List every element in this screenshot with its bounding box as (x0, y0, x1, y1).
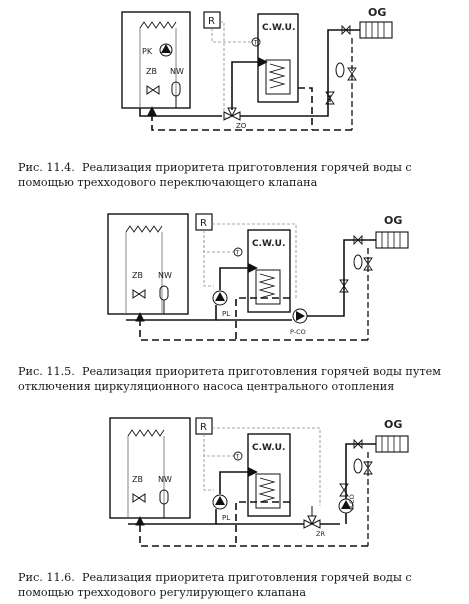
svg-text:P-CO: P-CO (290, 328, 306, 336)
svg-text:T: T (235, 250, 240, 257)
svg-text:C.W.U.: C.W.U. (252, 443, 285, 453)
svg-text:C.W.U.: C.W.U. (252, 239, 285, 249)
label-zo: ZO (236, 122, 247, 130)
radiator-og (375, 231, 409, 249)
caption-text: Реализация приоритета приготовления горя… (18, 571, 412, 599)
svg-text:R: R (200, 422, 207, 433)
filter (353, 458, 363, 474)
label-r: R (208, 16, 215, 27)
pump-pl (212, 290, 228, 306)
sensor-t (233, 247, 243, 257)
figure-11-4: PK ZB NW R T C.W.U. ZO OG (121, 6, 393, 131)
coil (258, 477, 276, 503)
hot-water-tank-cwu (247, 433, 291, 517)
svg-text:R: R (200, 218, 207, 229)
svg-text:ZR: ZR (316, 530, 325, 538)
label-pk: PK (142, 47, 153, 56)
heat-exchanger-zigzag (127, 429, 165, 437)
label-nw: NW (158, 475, 172, 484)
svg-text:PL: PL (222, 514, 230, 522)
heat-exchanger-zigzag (139, 21, 177, 29)
three-way-valve-zo (223, 111, 234, 121)
svg-text:T: T (253, 40, 258, 47)
caption-11-4: Рис. 11.4. Реализация приоритета пригото… (18, 160, 463, 190)
pump-pl (212, 494, 228, 510)
label-zb: ZB (132, 271, 143, 280)
boiler (109, 417, 191, 519)
label-zb: ZB (146, 67, 157, 76)
caption-number: Рис. 11.4. (18, 161, 75, 174)
coil (268, 63, 286, 89)
svg-text:PL: PL (222, 310, 230, 318)
expansion-vessel-nw (159, 285, 169, 301)
svg-text:T: T (235, 454, 240, 461)
hot-water-tank-cwu (247, 229, 291, 313)
filter (353, 254, 363, 270)
filter (335, 62, 345, 78)
label-cwu: C.W.U. (262, 23, 295, 33)
caption-11-6: Рис. 11.6. Реализация приоритета пригото… (18, 570, 463, 600)
radiator-og (375, 435, 409, 453)
label-zb: ZB (132, 475, 143, 484)
caption-number: Рис. 11.6. (18, 571, 75, 584)
label-og: OG (384, 214, 402, 227)
label-og: OG (368, 6, 386, 19)
label-og: OG (384, 418, 402, 431)
figure-11-5: ZB NW R T C.W.U. PL P-CO OG (107, 213, 409, 341)
label-nw: NW (170, 67, 184, 76)
safety-valve-zb (146, 85, 154, 95)
boiler (107, 213, 189, 315)
radiator-og (359, 21, 393, 39)
coil (258, 273, 276, 299)
heat-exchanger-zigzag (125, 225, 163, 233)
hot-water-tank-cwu (257, 13, 299, 103)
caption-text: Реализация приоритета приготовления горя… (18, 365, 441, 393)
sensor-t (233, 451, 243, 461)
label-nw: NW (158, 271, 172, 280)
svg-text:P-CO: P-CO (348, 494, 356, 510)
caption-11-5: Рис. 11.5. Реализация приоритета пригото… (18, 364, 463, 394)
three-way-valve-zr (303, 519, 314, 529)
caption-number: Рис. 11.5. (18, 365, 75, 378)
caption-text: Реализация приоритета приготовления горя… (18, 161, 412, 189)
figure-11-6: ZB NW R T C.W.U. PL ZR P-CO (109, 417, 409, 547)
